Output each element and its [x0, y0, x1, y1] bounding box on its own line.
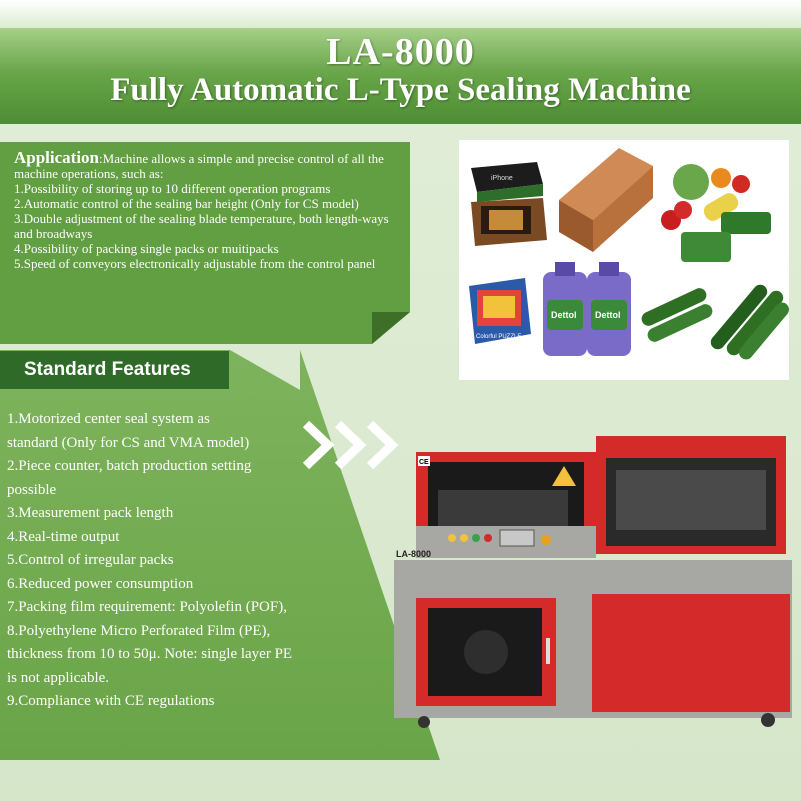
door-handle	[546, 638, 550, 664]
machine-display-screen	[499, 529, 535, 547]
machine-right-door	[592, 594, 790, 712]
ce-mark: CE	[419, 459, 429, 466]
standard-features-tab	[0, 351, 229, 389]
header-banner	[0, 28, 801, 124]
machine-model-label: LA-8000	[396, 549, 431, 559]
warning-icon	[552, 466, 576, 486]
application-item: 3.Double adjustment of the sealing blade…	[14, 211, 389, 241]
feature-line: 1.Motorized center seal system as	[7, 411, 210, 427]
wooden-box-icon	[559, 148, 653, 252]
phone-box-icon: iPhone	[471, 162, 547, 246]
indicator-light	[460, 534, 468, 542]
cucumbers-icon	[641, 284, 789, 360]
feature-line: 6.Reduced power consumption	[7, 575, 194, 592]
standard-features-heading: Standard Features	[24, 359, 191, 380]
feature-line: 5.Control of irregular packs	[7, 552, 174, 568]
phone-box-label: iPhone	[491, 175, 513, 182]
sealing-machine-illustration: CE LA-8000	[394, 436, 792, 728]
feature-line: standard (Only for CS and VMA model)	[7, 434, 250, 451]
application-item: 2.Automatic control of the sealing bar h…	[14, 196, 359, 211]
application-item: 1.Possibility of storing up to 10 differ…	[14, 181, 331, 196]
feature-line: 8.Polyethylene Micro Perforated Film (PE…	[7, 622, 271, 639]
application-item: 5.Speed of conveyors electronically adju…	[14, 256, 376, 271]
indicator-light	[448, 534, 456, 542]
dettol-label-right: Dettol	[595, 310, 621, 320]
page-title: LA-8000	[326, 31, 475, 73]
application-intro: :Machine allows a simple and precise con…	[14, 151, 384, 181]
ce-mark-plate	[418, 456, 430, 466]
application-item: 4.Possibility of packing single packs or…	[14, 241, 279, 256]
machine-wheel	[761, 713, 775, 727]
indicator-light	[484, 534, 492, 542]
application-panel	[0, 142, 410, 344]
indicator-light	[472, 534, 480, 542]
product-samples-image: iPhone Colorful PUZZLE	[459, 140, 789, 380]
emergency-stop-button	[541, 535, 551, 545]
machine-wheel	[418, 716, 430, 728]
feature-line: 2.Piece counter, batch production settin…	[7, 458, 252, 474]
feature-line: is not applicable.	[7, 669, 110, 686]
puzzle-box-icon: Colorful PUZZLE	[469, 278, 531, 344]
dettol-label-left: Dettol	[551, 310, 577, 320]
standard-features-list: 1.Motorized center seal system as standa…	[7, 408, 342, 714]
dettol-bottles-icon: Dettol Dettol	[543, 262, 631, 356]
chevron-arrows-icon	[302, 420, 399, 470]
feature-line: thickness from 10 to 50μ. Note: single l…	[7, 646, 293, 662]
puzzle-box-label: Colorful PUZZLE	[476, 334, 521, 340]
page-subtitle: Fully Automatic L-Type Sealing Machine	[110, 72, 691, 108]
application-text: Application:Machine allows a simple and …	[14, 148, 398, 271]
application-heading: Application	[14, 148, 100, 167]
feature-line: 4.Real-time output	[7, 528, 120, 545]
product-samples-illustration: iPhone Colorful PUZZLE	[469, 148, 789, 360]
feature-line: 7.Packing film requirement: Polyolefin (…	[7, 599, 287, 615]
vegetables-tray-icon	[661, 164, 771, 262]
feature-line: 3.Measurement pack length	[7, 505, 174, 521]
feature-line: 9.Compliance with CE regulations	[7, 693, 215, 709]
header-top-fade	[0, 0, 801, 30]
feature-line: possible	[7, 481, 57, 498]
